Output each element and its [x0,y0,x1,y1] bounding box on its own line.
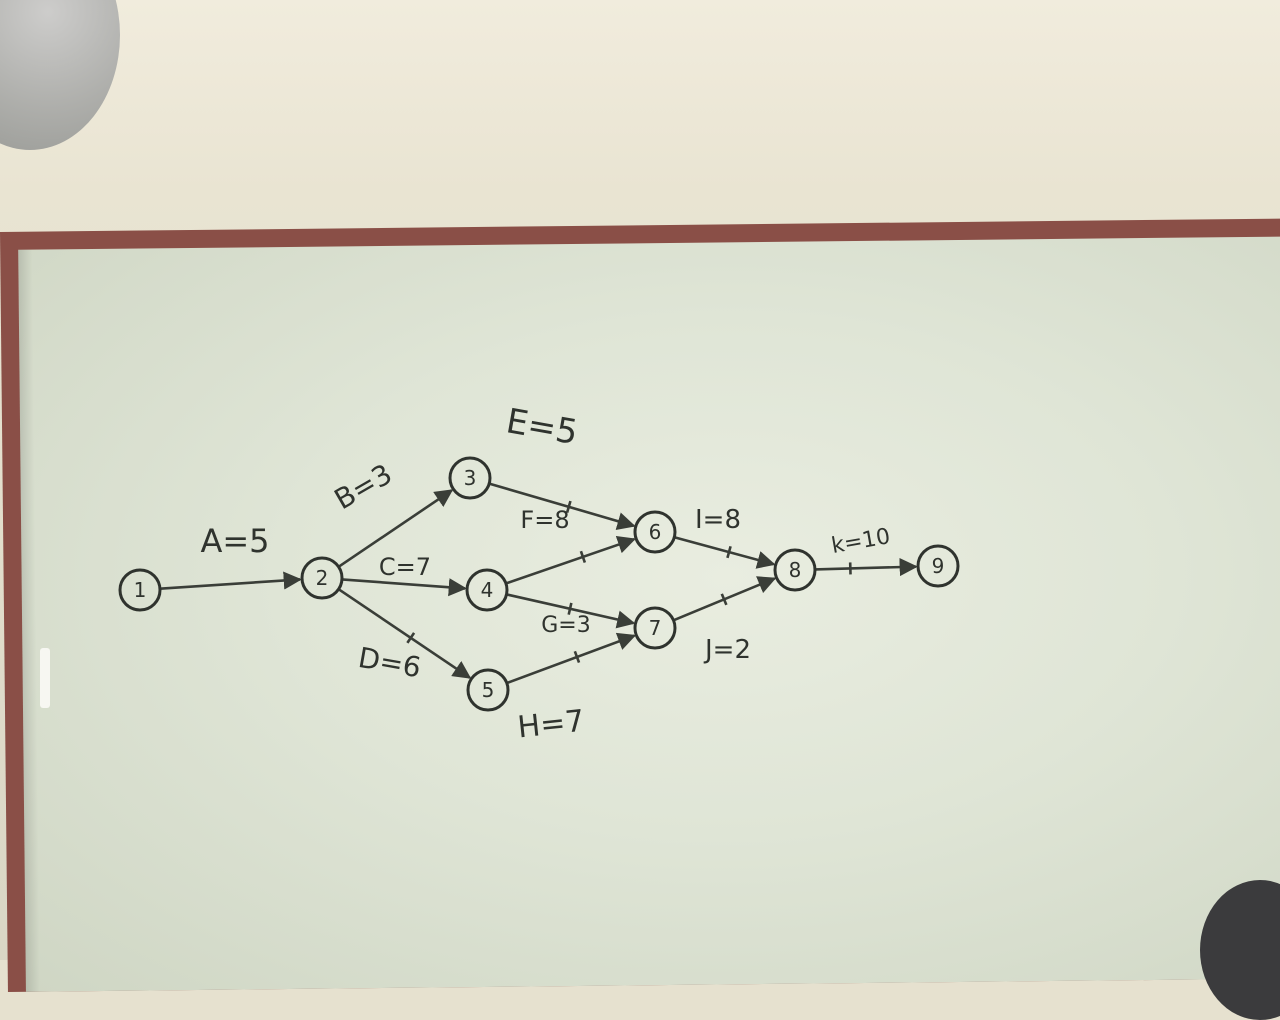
edge-line [506,539,634,583]
network-diagram: A=5 B=3C=7D=6 E=5F=8G=3H=7 I=8J=2 k=10 1 2 3 4 5… [0,0,1280,960]
node-1: 1 [120,570,160,610]
node-label: 5 [482,678,495,702]
node-label: 4 [481,578,494,602]
node-label: 1 [134,578,147,602]
edge-line [160,579,300,588]
node-label: 3 [464,466,477,490]
node-8: 8 [775,550,815,590]
node-label: 9 [932,554,945,578]
edge-label: D=6 [356,641,424,684]
edge-2-4: C=7 [342,553,465,588]
edge-2-3: B=3 [329,457,452,566]
edges-layer: A=5 B=3C=7D=6 E=5F=8G=3H=7 I=8J=2 k=10 [160,401,916,745]
node-label: 6 [649,520,662,544]
edge-label: B=3 [329,457,398,516]
edge-2-5: D=6 [339,589,470,684]
node-9: 9 [918,546,958,586]
edge-4-6: F=8 [506,506,634,583]
node-4: 4 [467,570,507,610]
node-2: 2 [302,558,342,598]
node-3: 3 [450,458,490,498]
edge-label: A=5 [200,522,269,560]
edge-label: G=3 [541,613,590,638]
critical-path-tick [727,546,730,558]
edge-label: E=5 [503,401,580,453]
edge-label: k=10 [830,524,893,559]
edge-line [674,537,773,564]
edge-7-8: J=2 [673,578,774,665]
edge-8-9: k=10 [815,524,916,574]
edge-label: I=8 [695,505,741,535]
edge-line [815,567,916,570]
node-5: 5 [468,670,508,710]
edge-label: J=2 [703,635,751,665]
node-label: 2 [316,566,329,590]
edge-line [507,636,635,683]
node-6: 6 [635,512,675,552]
edge-label: C=7 [379,553,431,581]
edge-label: H=7 [516,704,586,746]
node-7: 7 [635,608,675,648]
node-label: 8 [789,558,802,582]
edge-5-7: H=7 [507,636,635,746]
critical-path-tick [581,551,585,562]
critical-path-tick [407,633,414,643]
node-label: 7 [649,616,662,640]
edge-4-7: G=3 [507,594,634,638]
edge-6-8: I=8 [674,505,773,564]
edge-label: F=8 [520,506,569,534]
edge-1-2: A=5 [160,522,300,589]
